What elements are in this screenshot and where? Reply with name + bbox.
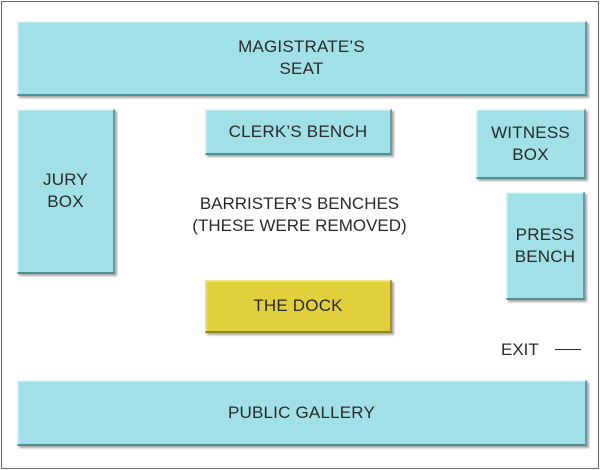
witness-box: WITNESS BOX [476,109,586,179]
barristers-benches-label: BARRISTER’S BENCHES (THESE WERE REMOVED) [192,194,407,235]
exit-label: EXIT [501,340,539,359]
clerks-bench: CLERK’S BENCH [205,109,392,155]
the-dock: THE DOCK [205,280,392,333]
jury-box: JURY BOX [17,109,115,274]
public-gallery: PUBLIC GALLERY [17,380,587,446]
exit-line [555,349,581,350]
magistrates-seat: MAGISTRATE’S SEAT [17,21,587,96]
press-bench: PRESS BENCH [506,192,585,300]
